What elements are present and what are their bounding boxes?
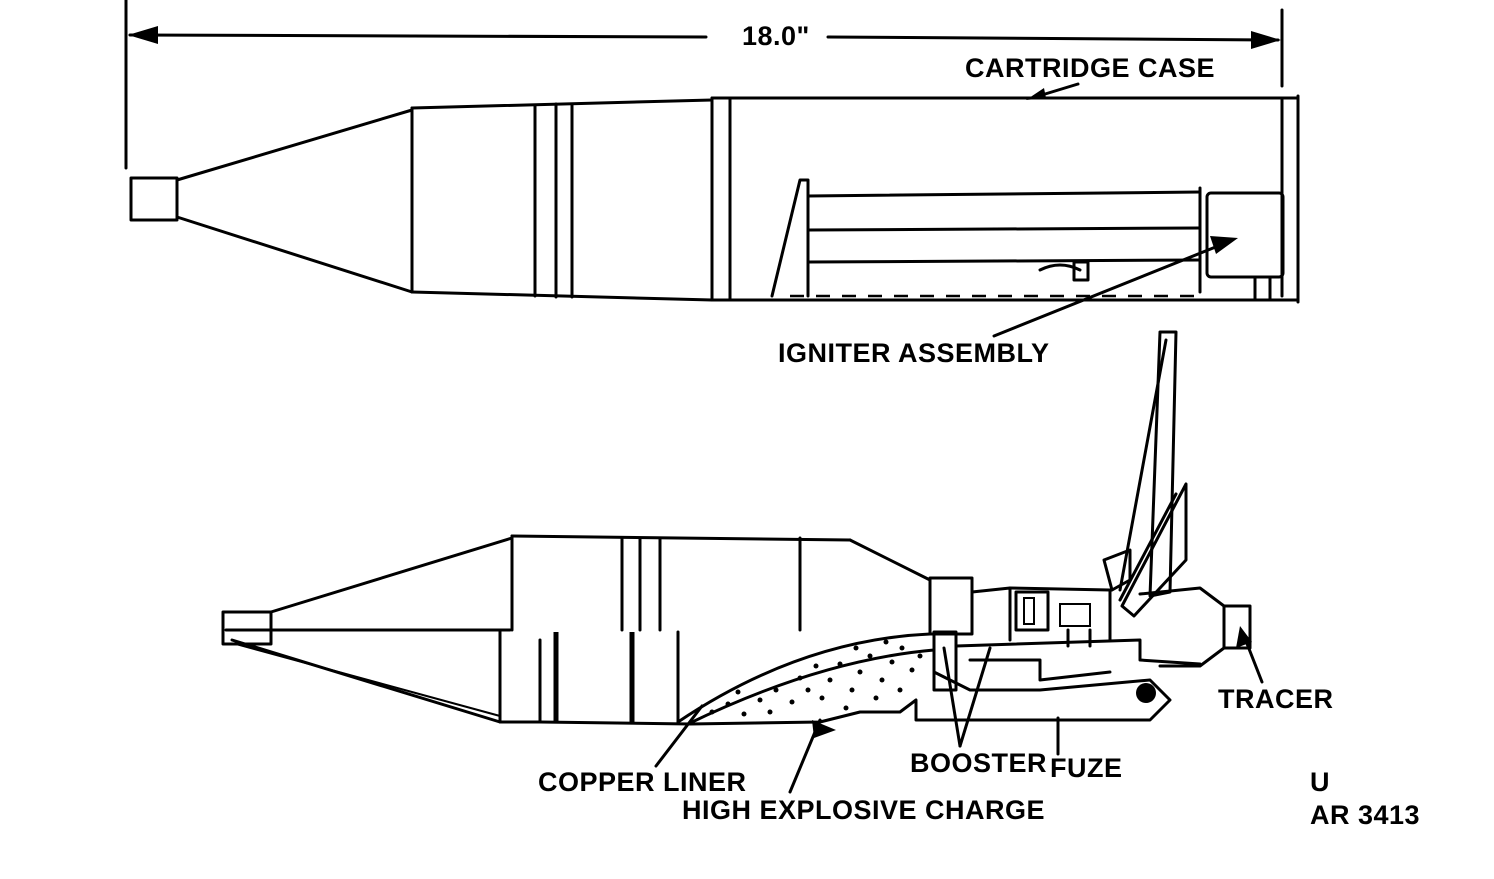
figure-id: AR 3413 (1310, 800, 1420, 830)
leader-cartridge-case (1026, 82, 1080, 100)
projectile-cutaway (221, 330, 1252, 726)
label-high-explosive-charge: HIGH EXPLOSIVE CHARGE (682, 795, 1045, 825)
label-tracer: TRACER (1218, 684, 1334, 714)
label-booster: BOOSTER (910, 748, 1047, 778)
complete-cartridge (129, 94, 1300, 304)
leader-igniter (992, 236, 1238, 338)
classification-mark: U (1310, 767, 1330, 797)
leader-booster (942, 646, 992, 748)
dimension-label: 18.0" (742, 21, 810, 51)
label-igniter-assembly: IGNITER ASSEMBLY (778, 338, 1050, 368)
leader-high-explosive (788, 718, 836, 794)
leader-tracer (1236, 626, 1264, 684)
dimension-line (124, 0, 1284, 170)
label-fuze: FUZE (1050, 753, 1123, 783)
leader-copper-liner (654, 704, 704, 768)
label-copper-liner: COPPER LINER (538, 767, 747, 797)
label-cartridge-case: CARTRIDGE CASE (965, 53, 1215, 83)
